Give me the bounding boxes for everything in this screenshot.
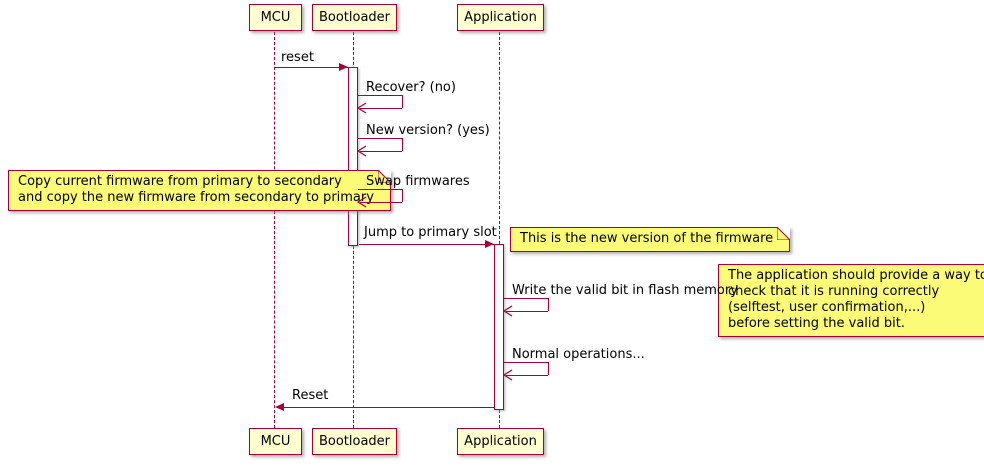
lifeline-mcu <box>274 32 275 428</box>
open-arrowhead-icon <box>503 305 513 317</box>
participant-application-bottom: Application <box>457 428 544 455</box>
self-message-line <box>402 189 403 202</box>
self-message-line <box>504 362 548 363</box>
note-new-version: This is the new version of the firmware <box>510 227 791 252</box>
note-text: This is the new version of the firmware <box>520 231 774 246</box>
note-fold-icon <box>777 227 791 240</box>
open-arrowhead-icon <box>357 196 367 208</box>
self-message-line <box>358 95 402 96</box>
message-reset-return-label: Reset <box>292 388 329 403</box>
participant-bootloader-bottom: Bootloader <box>312 428 397 455</box>
note-copy-firmware: Copy current firmware from primary to se… <box>8 170 391 211</box>
note-fold-icon <box>377 170 391 183</box>
message-write-valid-bit-label: Write the valid bit in flash memory <box>512 283 738 298</box>
self-message-line <box>360 151 402 152</box>
participant-mcu-top: MCU <box>249 4 302 31</box>
self-message-line <box>360 202 402 203</box>
self-message-line <box>358 189 402 190</box>
open-arrowhead-icon <box>503 369 513 381</box>
self-message-line <box>360 108 402 109</box>
message-new-version-label: New version? (yes) <box>366 123 490 138</box>
message-reset-line <box>275 67 348 68</box>
self-message-line <box>504 298 548 299</box>
message-recover-label: Recover? (no) <box>366 80 456 95</box>
lifeline-application <box>499 32 500 428</box>
self-message-line <box>548 298 549 311</box>
arrow-right-icon <box>485 240 494 248</box>
note-valid-bit: The application should provide a way to … <box>718 264 984 337</box>
arrow-right-icon <box>339 63 348 71</box>
message-reset-return-line <box>284 407 494 408</box>
message-normal-operations-label: Normal operations... <box>512 347 645 362</box>
activation-application <box>494 244 504 410</box>
message-reset-label: reset <box>281 50 314 65</box>
self-message-line <box>506 375 548 376</box>
message-jump-line <box>359 244 494 245</box>
participant-bootloader-top: Bootloader <box>312 4 397 31</box>
activation-bootloader <box>348 67 358 246</box>
self-message-line <box>548 362 549 375</box>
self-message-line <box>358 138 402 139</box>
participant-application-top: Application <box>457 4 544 31</box>
self-message-line <box>402 95 403 108</box>
message-jump-label: Jump to primary slot <box>364 225 497 240</box>
self-message-line <box>402 138 403 151</box>
note-text: Copy current firmware from primary to se… <box>18 174 374 205</box>
open-arrowhead-icon <box>357 145 367 157</box>
open-arrowhead-icon <box>357 102 367 114</box>
self-message-line <box>506 311 548 312</box>
participant-mcu-bottom: MCU <box>249 428 302 455</box>
message-swap-label: Swap firmwares <box>366 174 470 189</box>
note-text: The application should provide a way to … <box>728 268 984 331</box>
arrow-left-icon <box>275 403 284 411</box>
